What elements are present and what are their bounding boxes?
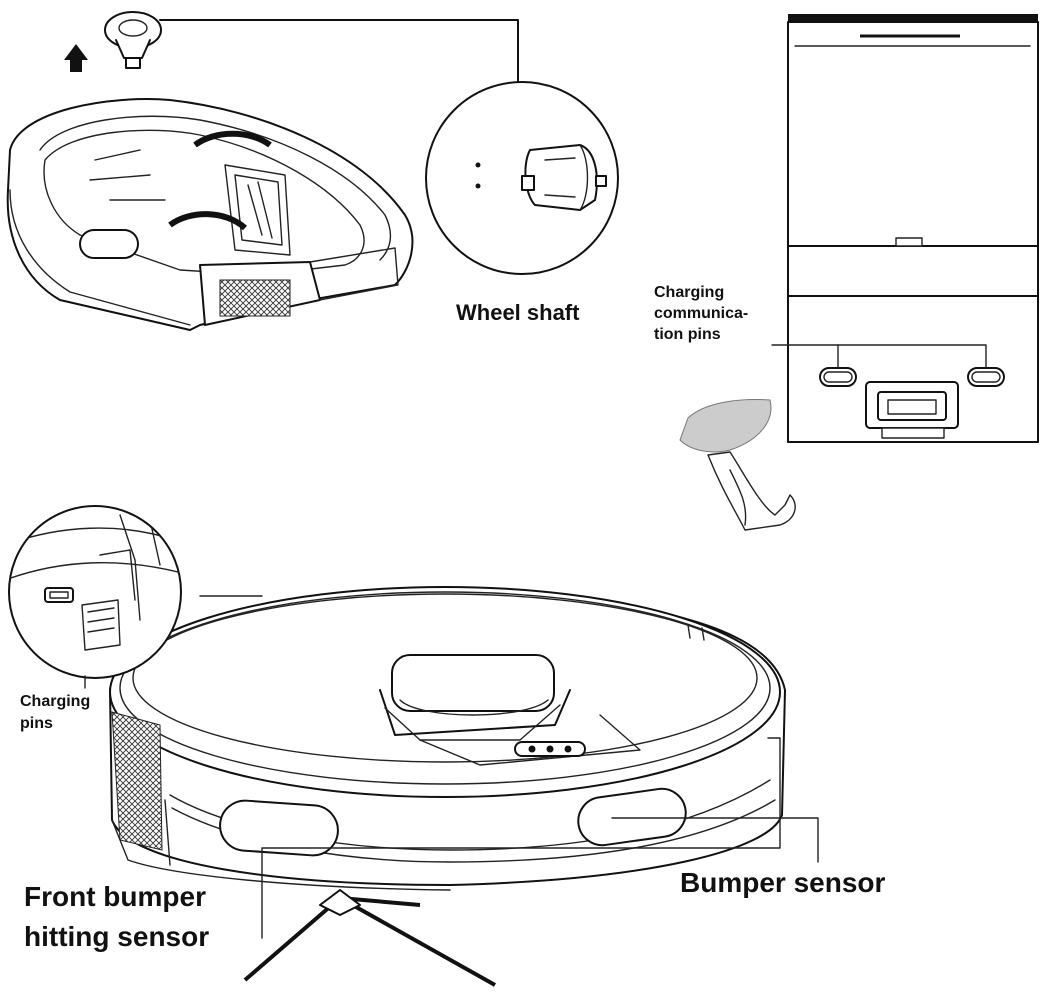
wheel-shaft-zoom-circle	[425, 81, 619, 275]
robot-top-illustration	[109, 586, 786, 987]
charging-dock-illustration	[771, 14, 1039, 443]
side-brush	[243, 889, 496, 987]
up-arrow-icon	[64, 44, 88, 72]
bumper-sensor-label: Bumper sensor	[680, 867, 885, 898]
front-bumper-leader	[261, 737, 781, 939]
lidar-turret	[379, 654, 641, 766]
robot-underside-illustration	[6, 11, 414, 331]
charging-communication-pins-label: Charging communica- tion pins	[654, 284, 753, 343]
wheel-shaft-label: Wheel shaft	[456, 300, 580, 325]
front-bumper-hitting-sensor-label: Front bumper hitting sensor	[24, 881, 214, 952]
bumper-sensor-leader	[611, 817, 819, 863]
caster-wheel-part	[104, 11, 162, 69]
wheel-leader-line	[159, 19, 519, 85]
cleaning-cloth-icon	[679, 399, 796, 531]
charging-pins-label: Charging pins	[20, 693, 95, 732]
